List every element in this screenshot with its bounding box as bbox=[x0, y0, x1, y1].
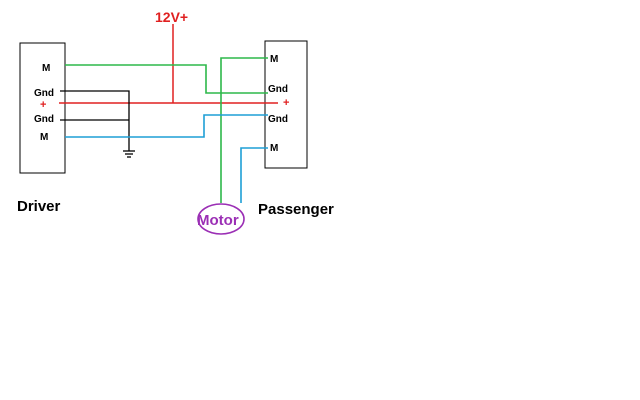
driver-pin-m-top: M bbox=[42, 63, 50, 74]
power-wires bbox=[59, 24, 278, 104]
passenger-pin-gnd-bottom: Gnd bbox=[268, 114, 288, 125]
driver-gnd-top-wire bbox=[60, 90, 130, 151]
driver-pin-gnd-bottom: Gnd bbox=[34, 114, 54, 125]
driver-pin-gnd-top: Gnd bbox=[34, 88, 54, 99]
ground-wires bbox=[60, 90, 135, 158]
driver-box bbox=[19, 42, 66, 174]
passenger-m-top-to-motor-wire bbox=[220, 57, 268, 203]
driver-pin-plus: + bbox=[40, 99, 46, 111]
passenger-pin-gnd-top: Gnd bbox=[268, 84, 288, 95]
green-wires bbox=[65, 57, 268, 203]
motor-label: Motor bbox=[197, 212, 239, 229]
driver-label: Driver bbox=[17, 198, 61, 215]
passenger-pin-plus: + bbox=[283, 97, 289, 109]
driver-m-top-to-passenger-gnd-wire bbox=[65, 64, 268, 94]
supply-label: 12V+ bbox=[155, 9, 188, 25]
passenger-m-bottom-to-motor-wire bbox=[240, 147, 268, 203]
passenger-pin-m-bottom: M bbox=[270, 143, 278, 154]
blue-wires bbox=[65, 114, 268, 203]
passenger-label: Passenger bbox=[258, 201, 334, 218]
passenger-box bbox=[264, 40, 308, 169]
motor-icon bbox=[197, 203, 245, 235]
driver-m-bottom-to-passenger-gnd-wire bbox=[65, 114, 268, 138]
ground-symbol-icon bbox=[123, 150, 135, 158]
passenger-pin-m-top: M bbox=[270, 54, 278, 65]
driver-pin-m-bottom: M bbox=[40, 132, 48, 143]
